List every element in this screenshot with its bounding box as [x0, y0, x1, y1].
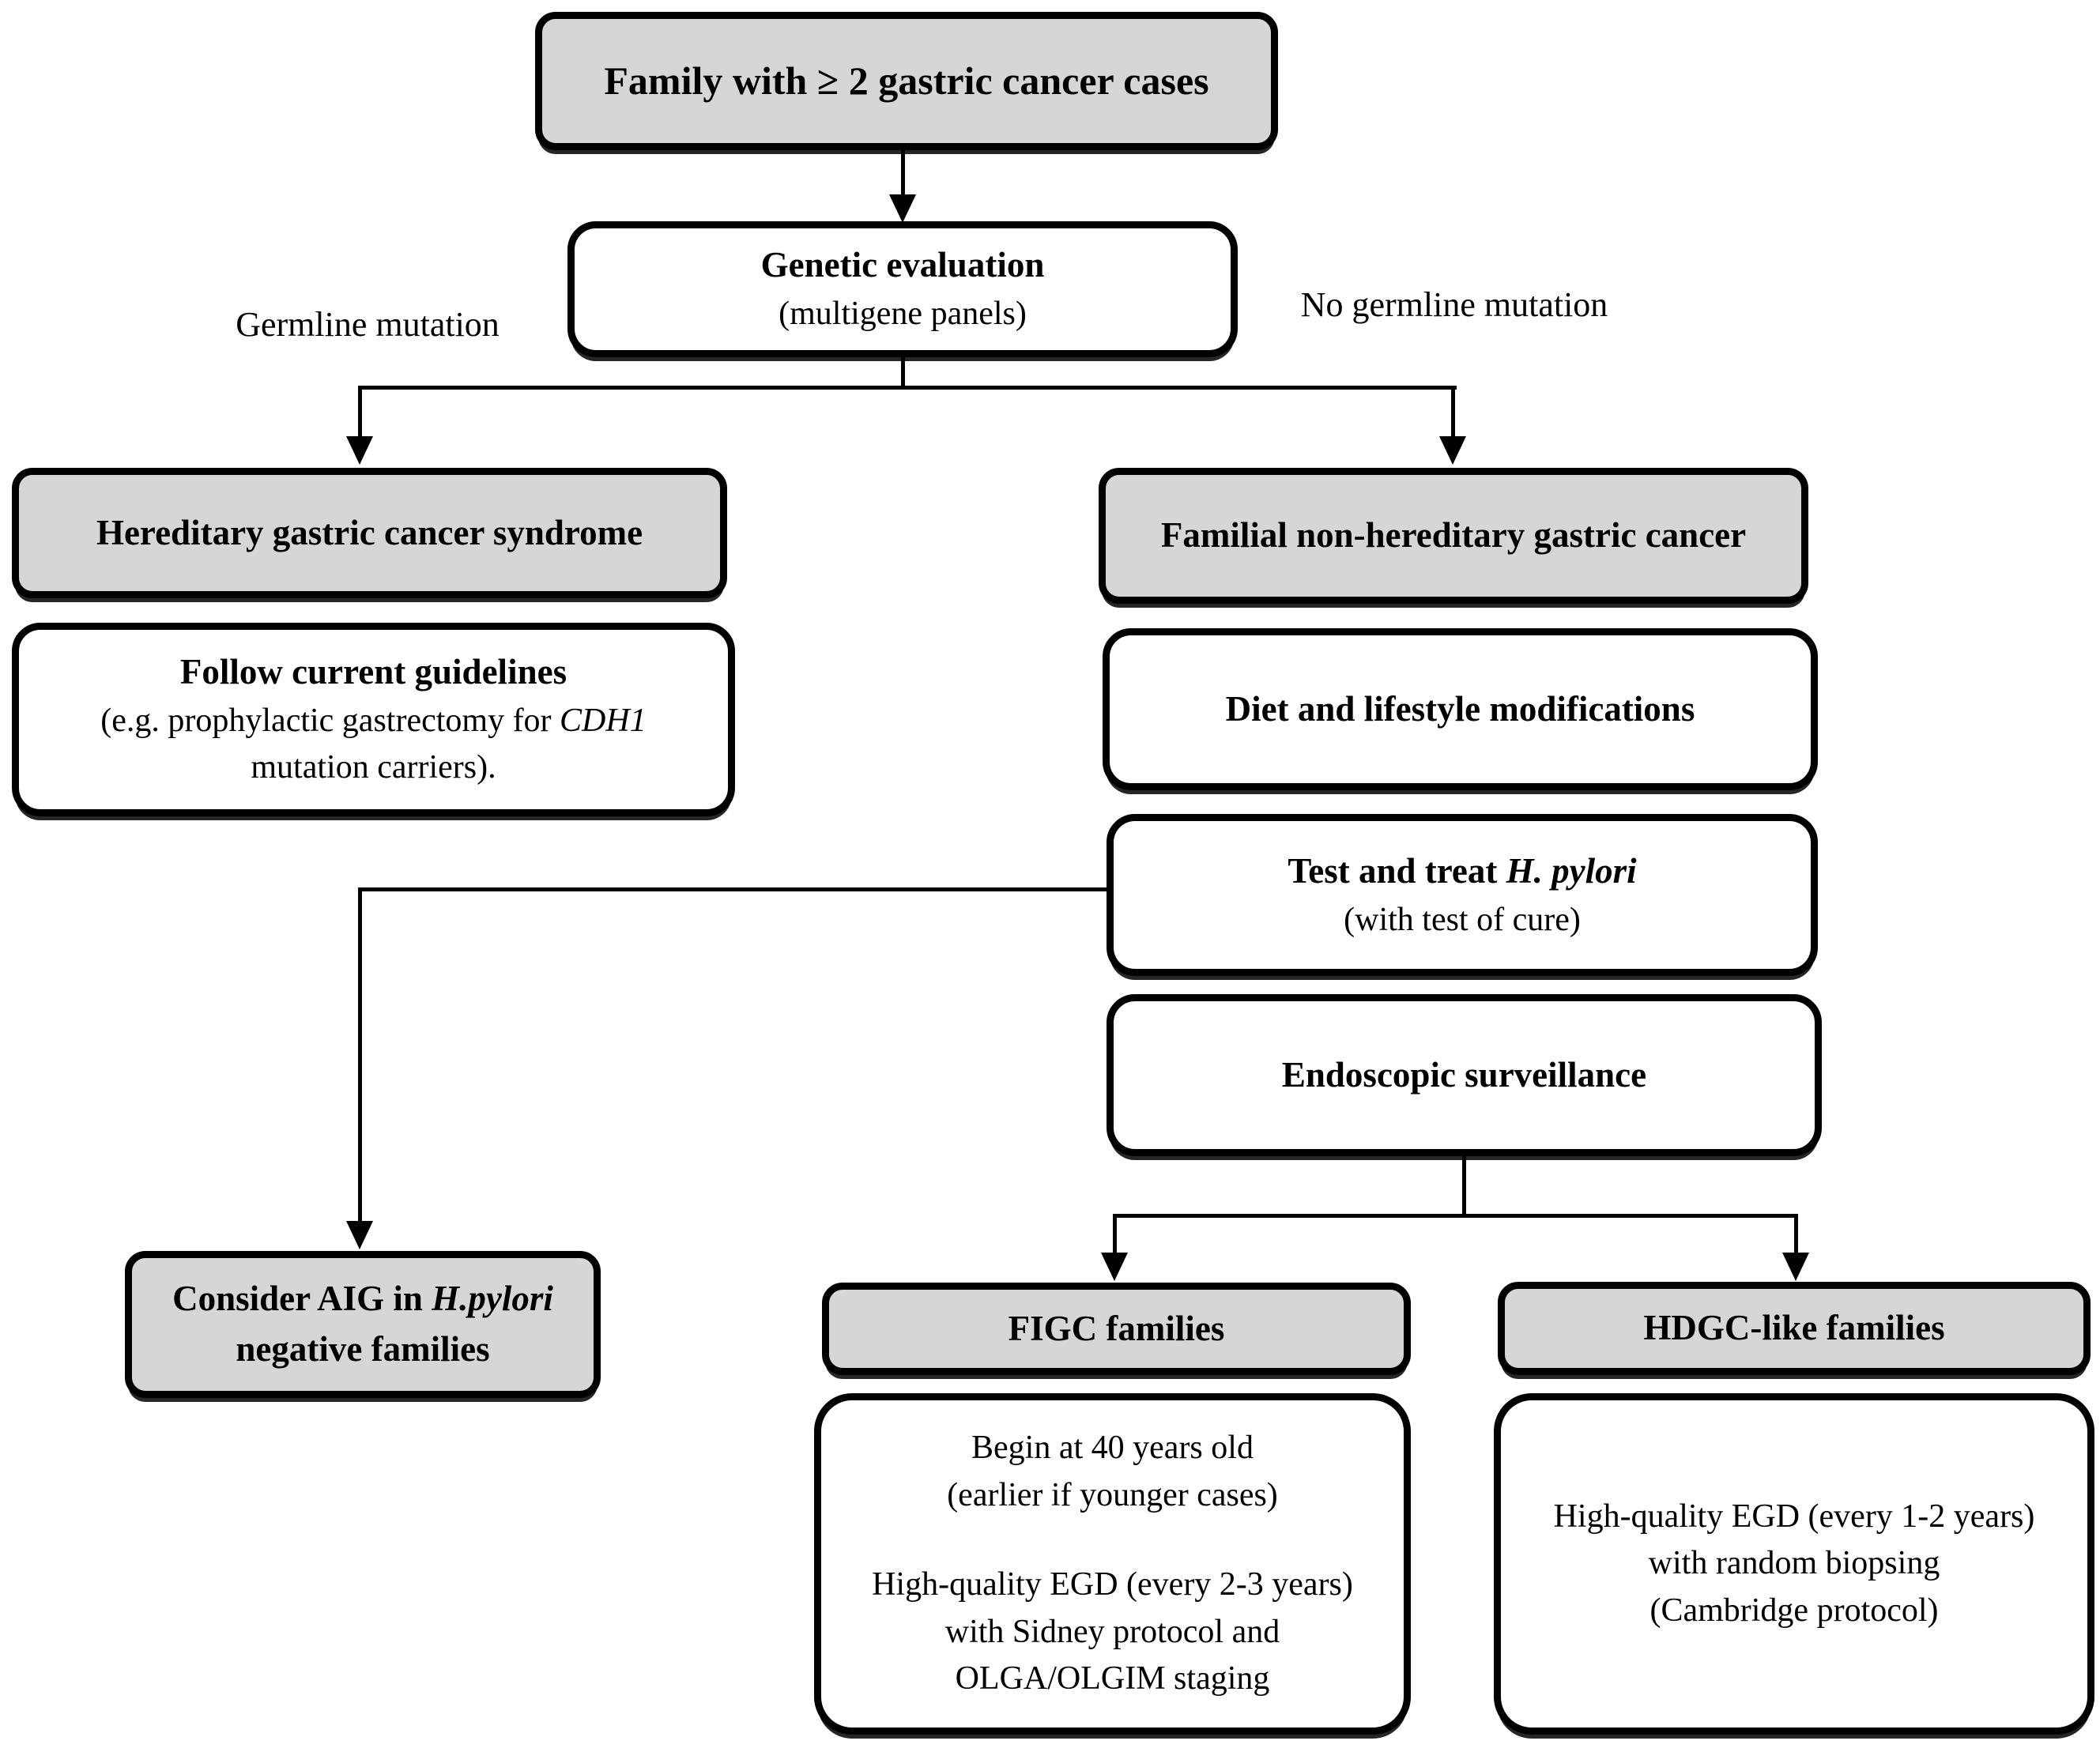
follow-guidelines-box: Follow current guidelines (e.g. prophylac…: [12, 623, 735, 816]
germline-mutation-label: Germline mutation: [236, 305, 500, 344]
family-cases-box: Family with ≥ 2 gastric cancer cases: [535, 12, 1278, 150]
connector-test-to-aig-vline: [358, 887, 362, 1221]
node-text-line: with Sidney protocol and: [944, 1613, 1280, 1650]
genetic-evaluation-box: Genetic evaluation (multigene panels): [567, 221, 1238, 357]
connector-test-to-aig-arrow: [346, 1221, 373, 1249]
branch-hdgc-arrow: [1782, 1253, 1809, 1281]
node-text-line: HDGC-like families: [1643, 1308, 1945, 1348]
connector-family-to-genetic-line: [901, 148, 905, 197]
connector-test-to-aig-hline: [358, 887, 1107, 891]
no-germline-mutation-label: No germline mutation: [1300, 285, 1608, 324]
node-text-line: mutation carriers).: [251, 749, 496, 786]
node-text-line: OLGA/OLGIM staging: [955, 1660, 1270, 1697]
node-text-line: Diet and lifestyle modifications: [1225, 688, 1695, 729]
connector-endoscopic-stub-line: [1462, 1156, 1466, 1218]
node-text-line: (e.g. prophylactic gastrectomy for CDH1: [100, 702, 647, 739]
hdgc-detail-box: High-quality EGD (every 1-2 years) with r…: [1494, 1393, 2094, 1735]
branch-figc-arrow: [1101, 1253, 1128, 1281]
diet-lifestyle-box: Diet and lifestyle modifications: [1103, 628, 1818, 790]
figc-detail-box: Begin at 40 years old (earlier if younger…: [814, 1393, 1411, 1735]
connector-family-to-genetic-arrow: [889, 194, 916, 223]
node-text-line: Consider AIG in H.pylori: [172, 1279, 553, 1319]
node-text-line: Hereditary gastric cancer syndrome: [96, 512, 643, 552]
familial-non-hereditary-box: Familial non-hereditary gastric cancer: [1099, 468, 1808, 604]
node-text-line: Follow current guidelines: [179, 651, 567, 691]
node-text-line: with random biopsing: [1648, 1545, 1940, 1582]
branch-left-arrow: [346, 436, 373, 465]
hereditary-syndrome-box: Hereditary gastric cancer syndrome: [12, 468, 727, 598]
branch-bottom-hline: [1113, 1214, 1797, 1218]
node-text-line: Familial non-hereditary gastric cancer: [1160, 515, 1747, 556]
branch-right-arrow: [1439, 436, 1466, 465]
connector-genetic-stub-line: [901, 357, 905, 390]
branch-hdgc-vline: [1794, 1214, 1798, 1253]
branch-top-hline: [358, 386, 1457, 390]
branch-figc-vline: [1113, 1214, 1117, 1253]
node-text-line: High-quality EGD (every 1-2 years): [1553, 1498, 2035, 1535]
node-text-line: (earlier if younger cases): [947, 1476, 1278, 1513]
branch-left-vline: [358, 386, 362, 436]
node-text-line: Family with ≥ 2 gastric cancer cases: [604, 58, 1209, 103]
node-text-line: Genetic evaluation: [760, 245, 1045, 285]
node-text-line: (with test of cure): [1344, 901, 1581, 938]
node-text-line: negative families: [236, 1329, 490, 1369]
node-text-line: Endoscopic surveillance: [1281, 1054, 1647, 1095]
node-text-line: Test and treat H. pylori: [1288, 850, 1637, 891]
node-text-line: FIGC families: [1008, 1308, 1225, 1348]
hdgc-families-box: HDGC-like families: [1498, 1282, 2091, 1375]
node-text-line: Begin at 40 years old: [971, 1429, 1254, 1466]
test-treat-hpylori-box: Test and treat H. pylori (with test of cu…: [1107, 814, 1818, 976]
endoscopic-surveillance-box: Endoscopic surveillance: [1107, 994, 1822, 1156]
node-text-line: (multigene panels): [779, 296, 1027, 333]
node-text-line: (Cambridge protocol): [1649, 1592, 1939, 1629]
figc-families-box: FIGC families: [822, 1283, 1411, 1375]
branch-right-vline: [1451, 386, 1455, 436]
consider-aig-box: Consider AIG in H.pylori negative familie…: [125, 1251, 601, 1398]
node-text-line: High-quality EGD (every 2-3 years): [872, 1566, 1353, 1603]
